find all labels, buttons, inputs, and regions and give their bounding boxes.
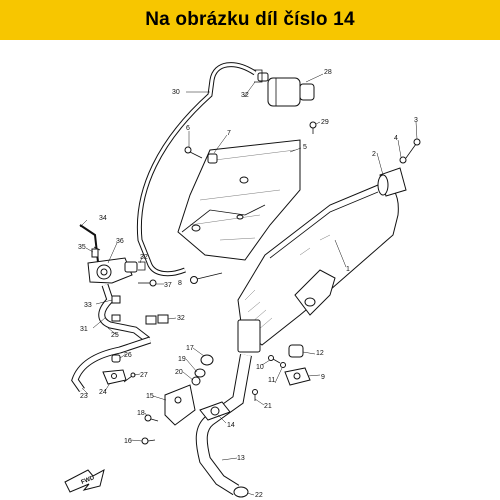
callout-5: 5 — [303, 144, 307, 151]
part-6-bolt[interactable] — [184, 146, 203, 159]
part-3-4-bolt[interactable] — [399, 138, 421, 164]
callout-33: 33 — [84, 302, 92, 309]
part-15-protector[interactable] — [164, 384, 196, 426]
part-32-clip-low[interactable] — [157, 314, 169, 324]
callout-30: 30 — [172, 89, 180, 96]
title-banner: Na obrázku díl číslo 14 — [0, 0, 500, 40]
callout-24: 24 — [99, 389, 107, 396]
callout-8: 8 — [178, 280, 182, 287]
part-20-collar[interactable] — [191, 376, 201, 386]
fwd-arrow-icon: FWD — [64, 469, 105, 493]
callout-26: 26 — [124, 352, 132, 359]
callout-37: 37 — [164, 282, 172, 289]
part-5-heat-shield[interactable] — [177, 139, 301, 261]
part-19-damper[interactable] — [194, 368, 206, 378]
part-10-bolt[interactable] — [268, 355, 281, 364]
part-1-muffler[interactable] — [237, 183, 399, 353]
callout-14: 14 — [227, 422, 235, 429]
callout-labels: 1 2 3 4 5 6 7 8 9 10 11 12 13 14 15 16 1… — [78, 69, 418, 499]
callout-10: 10 — [256, 364, 264, 371]
part-12-collar[interactable] — [288, 344, 304, 358]
callout-31: 31 — [80, 326, 88, 333]
callout-27: 27 — [140, 372, 148, 379]
part-2-damper[interactable] — [377, 167, 407, 197]
callout-25: 25 — [111, 332, 119, 339]
callout-32-mid: 32 — [140, 254, 148, 261]
part-32-clip-top[interactable] — [254, 69, 263, 83]
callout-16: 16 — [124, 438, 132, 445]
callout-29: 29 — [321, 119, 329, 126]
callout-15: 15 — [146, 393, 154, 400]
part-17-damper[interactable] — [200, 354, 214, 366]
part-14-exhaust-pipe[interactable] — [195, 353, 252, 496]
part-33-clips[interactable] — [111, 295, 157, 325]
callout-3: 3 — [414, 117, 418, 124]
callout-32-top: 32 — [241, 92, 249, 99]
part-29-bolt[interactable] — [309, 121, 317, 134]
part-32-clip-mid[interactable] — [138, 261, 146, 271]
part-9-bracket[interactable] — [284, 367, 311, 386]
part-7-collar[interactable] — [207, 153, 218, 164]
part-26-nut[interactable] — [111, 354, 121, 363]
callout-21: 21 — [264, 403, 272, 410]
callout-1: 1 — [346, 266, 350, 273]
leader-lines — [79, 73, 418, 496]
callout-36: 36 — [116, 238, 124, 245]
banner-title: Na obrázku díl číslo 14 — [145, 9, 355, 30]
callout-13: 13 — [237, 455, 245, 462]
part-28-canister[interactable] — [257, 72, 315, 107]
callout-28: 28 — [324, 69, 332, 76]
exploded-parts-diagram: FWD — [64, 62, 421, 499]
part-22-gasket[interactable] — [233, 486, 249, 498]
callout-22: 22 — [255, 492, 263, 499]
callout-35: 35 — [78, 244, 86, 251]
callout-19: 19 — [178, 356, 186, 363]
callout-23: 23 — [80, 393, 88, 400]
callout-17: 17 — [186, 345, 194, 352]
callout-11: 11 — [268, 377, 275, 384]
callout-2: 2 — [372, 151, 376, 158]
part-18-bolt[interactable] — [144, 414, 159, 422]
part-37-bolt[interactable] — [138, 279, 157, 287]
callout-18: 18 — [137, 410, 145, 417]
part-24-bracket[interactable] — [102, 369, 127, 385]
part-11-washer[interactable] — [280, 362, 286, 368]
callout-34: 34 — [99, 215, 107, 222]
part-8-bolt[interactable] — [190, 272, 223, 284]
callout-12: 12 — [316, 350, 324, 357]
callout-9: 9 — [321, 374, 325, 381]
callout-20: 20 — [175, 369, 183, 376]
callout-7: 7 — [227, 130, 231, 137]
callout-4: 4 — [394, 135, 398, 142]
fwd-label: FWD — [81, 475, 97, 486]
callout-32-low: 32 — [177, 315, 185, 322]
part-16-bolt[interactable] — [141, 437, 156, 445]
callout-6: 6 — [186, 125, 190, 132]
part-36-air-valve[interactable] — [87, 257, 138, 284]
part-35-clip[interactable] — [91, 248, 99, 258]
part-21-bolt[interactable] — [252, 389, 258, 402]
